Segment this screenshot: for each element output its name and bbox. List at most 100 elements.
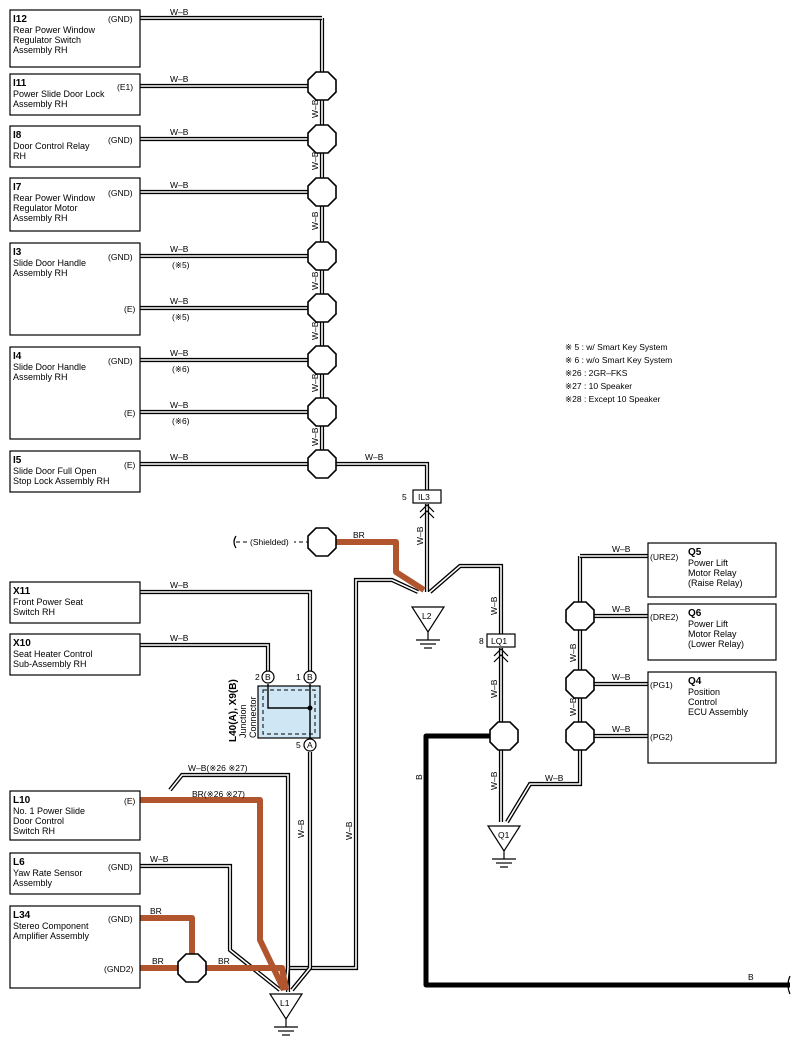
junction-connector: B B A 2 1 5 L40(A), X9(B) Junction Conne… bbox=[228, 670, 321, 752]
svg-text:1: 1 bbox=[296, 672, 301, 682]
splice-7 bbox=[307, 397, 337, 427]
svg-text:(URE2): (URE2) bbox=[650, 552, 679, 562]
svg-text:W–B: W–B bbox=[310, 99, 320, 118]
svg-text:L1: L1 bbox=[280, 998, 290, 1008]
svg-text:(※5): (※5) bbox=[172, 312, 190, 322]
svg-text:BR: BR bbox=[353, 530, 365, 540]
svg-text:(Raise Relay): (Raise Relay) bbox=[688, 578, 743, 588]
svg-text:No. 1 Power Slide: No. 1 Power Slide bbox=[13, 806, 85, 816]
svg-text:Amplifier Assembly: Amplifier Assembly bbox=[13, 931, 90, 941]
svg-text:(GND): (GND) bbox=[108, 14, 133, 24]
svg-text:Seat Heater Control: Seat Heater Control bbox=[13, 649, 93, 659]
svg-text:Position: Position bbox=[688, 687, 720, 697]
svg-text:Power Slide Door Lock: Power Slide Door Lock bbox=[13, 89, 105, 99]
svg-text:Slide Door Handle: Slide Door Handle bbox=[13, 258, 86, 268]
svg-text:(GND2): (GND2) bbox=[104, 964, 133, 974]
svg-text:BR: BR bbox=[218, 956, 230, 966]
br-wires bbox=[140, 539, 426, 992]
svg-text:Power Lift: Power Lift bbox=[688, 558, 729, 568]
component-i8: I8 Door Control Relay RH (GND) bbox=[13, 130, 133, 161]
svg-text:I7: I7 bbox=[13, 182, 22, 193]
connector-il3: IL3 5 bbox=[402, 489, 442, 519]
svg-text:Stereo Component: Stereo Component bbox=[13, 921, 89, 931]
component-i12: I12 Rear Power Window Regulator Switch A… bbox=[13, 14, 133, 55]
svg-text:B: B bbox=[748, 972, 754, 982]
splice-8 bbox=[307, 449, 337, 479]
svg-text:(E): (E) bbox=[124, 460, 136, 470]
component-boxes bbox=[9, 9, 777, 989]
svg-text:W–B: W–B bbox=[170, 180, 189, 190]
svg-text:Sub-Assembly RH: Sub-Assembly RH bbox=[13, 659, 87, 669]
svg-text:8: 8 bbox=[479, 636, 484, 646]
svg-text:W–B: W–B bbox=[545, 773, 564, 783]
svg-text:X11: X11 bbox=[13, 586, 31, 597]
svg-text:W–B: W–B bbox=[489, 771, 499, 790]
svg-text:Rear Power Window: Rear Power Window bbox=[13, 193, 96, 203]
svg-text:Q1: Q1 bbox=[498, 830, 510, 840]
wire-labels: W–B W–B W–B W–B W–B W–B W–B W–B W–B W–B … bbox=[150, 7, 754, 982]
svg-text:RH: RH bbox=[13, 151, 26, 161]
svg-text:(GND): (GND) bbox=[108, 252, 133, 262]
svg-text:※ 5 : w/ Smart Key System: ※ 5 : w/ Smart Key System bbox=[565, 342, 668, 352]
ground-l1: L1 bbox=[268, 993, 304, 1036]
svg-text:W–B: W–B bbox=[170, 244, 189, 254]
component-i3: I3 Slide Door Handle Assembly RH (GND) (… bbox=[13, 247, 136, 314]
svg-text:Switch RH: Switch RH bbox=[13, 607, 55, 617]
splice-4 bbox=[307, 241, 337, 271]
svg-text:W–B: W–B bbox=[170, 74, 189, 84]
svg-text:B: B bbox=[265, 672, 271, 682]
svg-text:(※6): (※6) bbox=[172, 364, 190, 374]
svg-text:ECU Assembly: ECU Assembly bbox=[688, 707, 749, 717]
svg-text:Switch RH: Switch RH bbox=[13, 826, 55, 836]
svg-text:5: 5 bbox=[402, 492, 407, 502]
svg-text:(GND): (GND) bbox=[108, 914, 133, 924]
svg-text:W–B: W–B bbox=[612, 544, 631, 554]
component-l10: L10 No. 1 Power Slide Door Control Switc… bbox=[13, 795, 136, 836]
svg-text:BR(※26 ※27): BR(※26 ※27) bbox=[192, 789, 245, 799]
svg-text:W–B: W–B bbox=[170, 296, 189, 306]
svg-text:W–B: W–B bbox=[150, 854, 169, 864]
svg-text:Motor Relay: Motor Relay bbox=[688, 629, 737, 639]
svg-text:Assembly RH: Assembly RH bbox=[13, 99, 68, 109]
svg-text:Power Lift: Power Lift bbox=[688, 619, 729, 629]
svg-text:W–B: W–B bbox=[612, 604, 631, 614]
svg-text:Control: Control bbox=[688, 697, 717, 707]
splice-2 bbox=[307, 124, 337, 154]
shielded-line: (Shielded) bbox=[233, 534, 310, 549]
svg-text:W–B: W–B bbox=[310, 427, 320, 446]
notes-legend: ※ 5 : w/ Smart Key System ※ 6 : w/o Smar… bbox=[565, 342, 672, 404]
svg-text:W–B: W–B bbox=[310, 151, 320, 170]
svg-text:※ 6 : w/o Smart Key System: ※ 6 : w/o Smart Key System bbox=[565, 355, 672, 365]
svg-text:Regulator Switch: Regulator Switch bbox=[13, 35, 81, 45]
svg-text:Slide Door Full Open: Slide Door Full Open bbox=[13, 466, 97, 476]
svg-text:I5: I5 bbox=[13, 455, 22, 466]
svg-text:Door Control Relay: Door Control Relay bbox=[13, 141, 90, 151]
svg-text:(Lower Relay): (Lower Relay) bbox=[688, 639, 744, 649]
option-labels: (※5) (※5) (※6) (※6) bbox=[172, 260, 190, 426]
svg-text:B: B bbox=[414, 774, 424, 780]
svg-text:(E): (E) bbox=[124, 408, 136, 418]
svg-text:W–B: W–B bbox=[310, 271, 320, 290]
splice-12 bbox=[565, 669, 595, 699]
svg-text:W–B: W–B bbox=[489, 596, 499, 615]
svg-text:I8: I8 bbox=[13, 130, 22, 141]
splice-11 bbox=[565, 601, 595, 631]
svg-text:W–B: W–B bbox=[310, 321, 320, 340]
component-q6: (DRE2) Q6 Power Lift Motor Relay (Lower … bbox=[650, 608, 744, 649]
svg-text:※28 : Except 10 Speaker: ※28 : Except 10 Speaker bbox=[565, 394, 661, 404]
svg-text:W–B: W–B bbox=[170, 452, 189, 462]
splice-5 bbox=[307, 293, 337, 323]
svg-text:W–B: W–B bbox=[489, 679, 499, 698]
svg-text:Door Control: Door Control bbox=[13, 816, 64, 826]
svg-text:W–B: W–B bbox=[170, 7, 189, 17]
svg-text:W–B: W–B bbox=[170, 348, 189, 358]
svg-text:W–B(※26 ※27): W–B(※26 ※27) bbox=[188, 763, 248, 773]
svg-text:W–B: W–B bbox=[612, 672, 631, 682]
component-x10: X10 Seat Heater Control Sub-Assembly RH bbox=[13, 638, 93, 669]
svg-text:W–B: W–B bbox=[170, 633, 189, 643]
ground-q1: Q1 bbox=[486, 825, 522, 868]
svg-text:Assembly RH: Assembly RH bbox=[13, 268, 68, 278]
component-q4: (PG1) (PG2) Q4 Position Control ECU Asse… bbox=[650, 676, 749, 742]
svg-text:I3: I3 bbox=[13, 247, 22, 258]
